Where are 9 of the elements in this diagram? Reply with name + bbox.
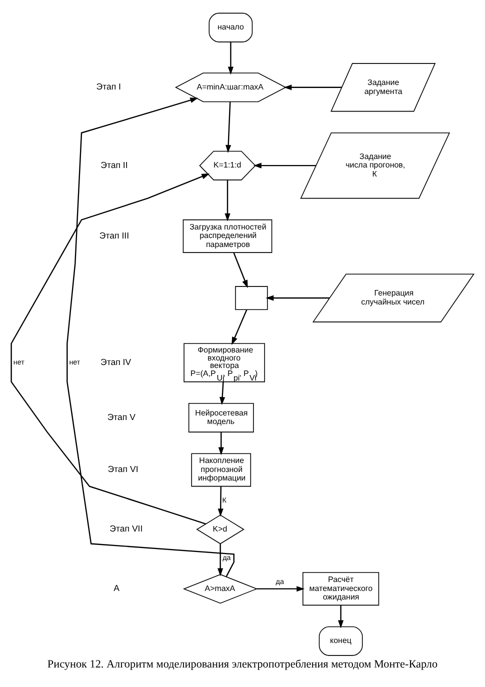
label: А [114,583,120,594]
label: Этап V [107,412,136,422]
caption: Рисунок 12. Алгоритм моделирования электропотребления методом Монте-Карло [47,658,438,671]
label: Этап VII [110,524,143,534]
label: Этап II [100,160,128,170]
label: Этап IV [100,356,132,367]
label: Этап VI [108,464,138,474]
label: Этап I [96,82,121,92]
label: Этап III [99,230,130,240]
